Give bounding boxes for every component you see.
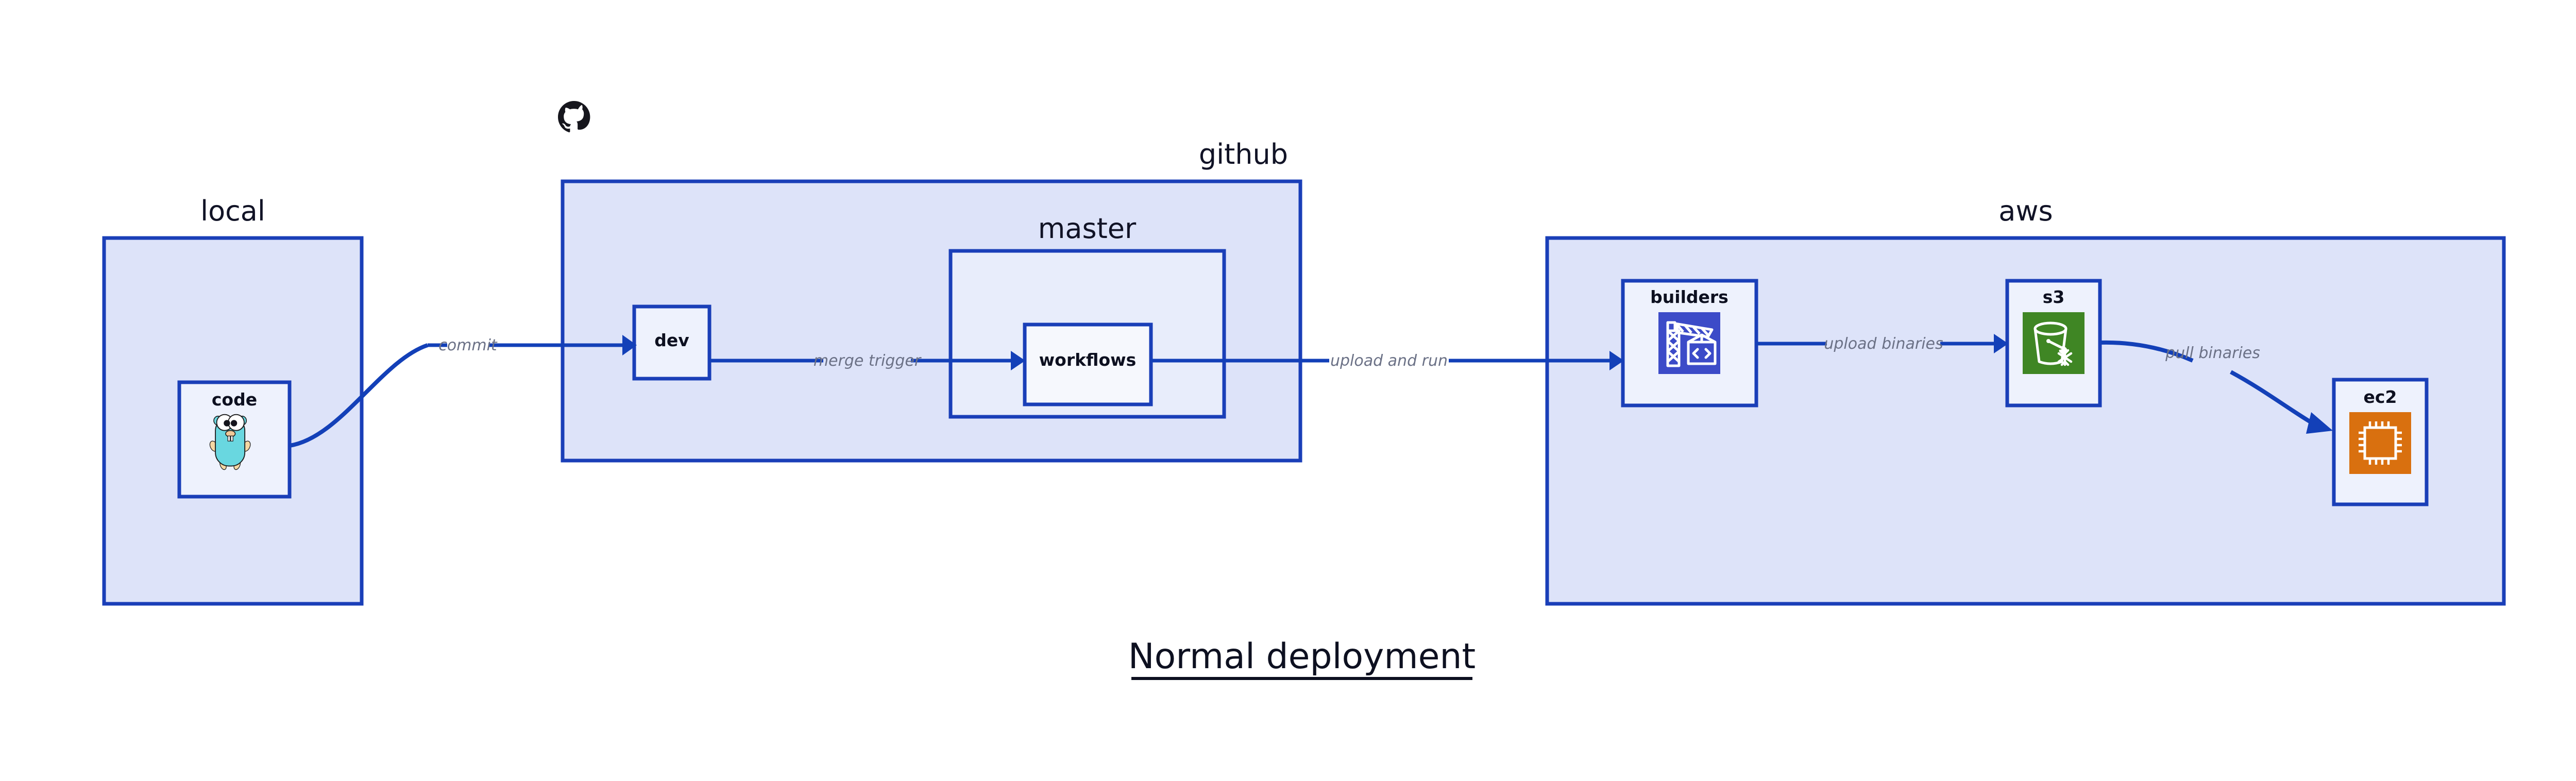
aws-codebuild-crane-icon <box>1658 312 1720 374</box>
edge-commit: commit <box>289 335 637 448</box>
edge-merge-trigger-label: merge trigger <box>814 352 922 370</box>
container-github-label: github <box>1199 138 1288 171</box>
edge-upload-binaries: upload binaries <box>1756 334 2008 353</box>
edge-commit-label: commit <box>438 336 498 354</box>
aws-ec2-chip-icon <box>2349 412 2411 474</box>
node-ec2-label: ec2 <box>2364 387 2397 407</box>
edge-upload-binaries-label: upload binaries <box>1824 335 1943 353</box>
node-code-label: code <box>212 389 257 410</box>
node-dev[interactable]: dev <box>632 304 711 381</box>
node-s3[interactable]: s3 <box>2005 279 2102 408</box>
edge-merge-trigger: merge trigger <box>709 351 1025 370</box>
edge-pull-binaries-label: pull binaries <box>2165 344 2260 362</box>
edge-upload-and-run-label: upload and run <box>1330 352 1448 370</box>
node-builders-label: builders <box>1650 287 1728 307</box>
container-master-label: master <box>1038 212 1137 245</box>
page-title-text: Normal deployment <box>1128 636 1476 677</box>
aws-s3-bucket-icon <box>2023 312 2084 374</box>
node-code[interactable]: code <box>177 380 292 499</box>
container-local-label: local <box>200 195 265 227</box>
github-octocat-logo <box>558 101 590 132</box>
node-builders[interactable]: builders <box>1621 279 1758 408</box>
edge-pull-binaries: pull binaries <box>2099 340 2333 434</box>
node-workflows[interactable]: workflows <box>1023 322 1153 406</box>
node-ec2[interactable]: ec2 <box>2332 378 2429 506</box>
container-aws-label: aws <box>1998 195 2053 227</box>
edge-upload-and-run: upload and run <box>1151 351 1624 370</box>
node-workflows-label: workflows <box>1039 350 1137 370</box>
page-title: Normal deployment <box>1128 636 1476 680</box>
node-s3-label: s3 <box>2043 287 2065 307</box>
node-dev-label: dev <box>654 330 689 350</box>
